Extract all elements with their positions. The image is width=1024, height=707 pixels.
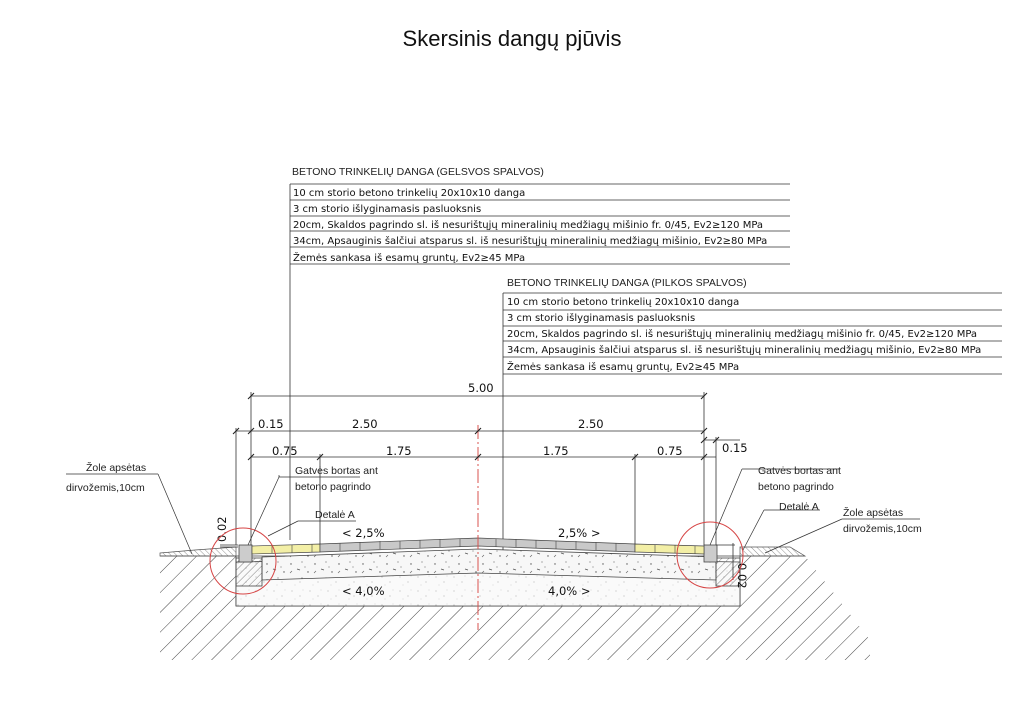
drawing-title: Skersinis dangų pjūvis: [402, 26, 622, 51]
dimension-right-yellow: 0.75: [657, 444, 683, 458]
note-curb-right-line1: Gatvės bortas ant: [758, 465, 841, 477]
note-curb-right-line2: betono pagrindo: [758, 481, 834, 493]
note-detail-left: Detalė A: [315, 509, 355, 521]
dimension-left-grey: 1.75: [386, 444, 412, 458]
slope-paving-right: 2,5% >: [558, 526, 601, 540]
dimension-left-yellow: 0.75: [272, 444, 298, 458]
dimension-right-curb-rise: 0.02: [735, 563, 749, 589]
spec-row: 10 cm storio betono trinkelių 20x10x10 d…: [293, 188, 525, 199]
spec-row: 34cm, Apsauginis šalčiui atsparus sl. iš…: [293, 235, 767, 247]
dimension-lines: [220, 392, 740, 580]
note-curb-left-line2: betono pagrindo: [295, 481, 371, 493]
pavers-yellow-left: [251, 543, 321, 555]
pavers-yellow-right: [634, 543, 705, 555]
note-curb-left-line1: Gatvės bortas ant: [295, 465, 378, 477]
note-grass-left-line2: dirvožemis,10cm: [66, 482, 145, 494]
spec-heading-yellow: BETONO TRINKELIŲ DANGA (GELSVOS SPALVOS): [292, 166, 544, 178]
dimension-right-curb: 0.15: [722, 441, 748, 455]
spec-row: 20cm, Skaldos pagrindo sl. iš nesurištųj…: [507, 328, 977, 340]
spec-row: Žemės sankasa iš esamų gruntų, Ev2≥45 MP…: [507, 360, 739, 373]
detail-a-circle-right[interactable]: [676, 521, 744, 589]
spec-row: 10 cm storio betono trinkelių 20x10x10 d…: [507, 297, 739, 308]
dimension-left-curb-rise: 0.02: [215, 516, 229, 542]
note-grass-right-line2: dirvožemis,10cm: [843, 523, 922, 535]
note-grass-right-line1: Žole apsėtas: [843, 506, 903, 519]
dimension-left-half: 2.50: [352, 417, 378, 431]
leader-lines: [66, 468, 920, 555]
spec-row: 20cm, Skaldos pagrindo sl. iš nesurištųj…: [293, 219, 763, 231]
note-detail-right: Detalė A: [779, 501, 819, 513]
spec-table-grey: BETONO TRINKELIŲ DANGA (PILKOS SPALVOS) …: [502, 277, 1002, 550]
detail-a-circle-left[interactable]: [209, 527, 277, 595]
dimension-ticks: [232, 392, 720, 461]
grass-strip-left: [159, 546, 237, 557]
spec-row: Žemės sankasa iš esamų gruntų, Ev2≥45 MP…: [293, 251, 525, 264]
spec-heading-grey: BETONO TRINKELIŲ DANGA (PILKOS SPALVOS): [507, 277, 747, 289]
dimension-total: 5.00: [468, 381, 494, 395]
grass-strip-right: [739, 546, 807, 557]
spec-row: 34cm, Apsauginis šalčiui atsparus sl. iš…: [507, 344, 981, 356]
slope-paving-left: < 2,5%: [342, 526, 385, 540]
dimension-right-grey: 1.75: [543, 444, 569, 458]
dimension-right-half: 2.50: [578, 417, 604, 431]
slope-subgrade-left: < 4,0%: [342, 584, 385, 598]
spec-row: 3 cm storio išlyginamasis pasluoksnis: [507, 312, 695, 324]
spec-table-yellow: BETONO TRINKELIŲ DANGA (GELSVOS SPALVOS)…: [289, 166, 790, 540]
curb-foundation-right: [715, 557, 741, 587]
spec-row: 3 cm storio išlyginamasis pasluoksnis: [293, 203, 481, 215]
curb-right: [703, 544, 718, 563]
curb-left: [238, 544, 253, 563]
dimension-left-curb: 0.15: [258, 417, 284, 431]
note-grass-left-line1: Žole apsėtas: [86, 461, 146, 474]
slope-subgrade-right: 4,0% >: [548, 584, 591, 598]
